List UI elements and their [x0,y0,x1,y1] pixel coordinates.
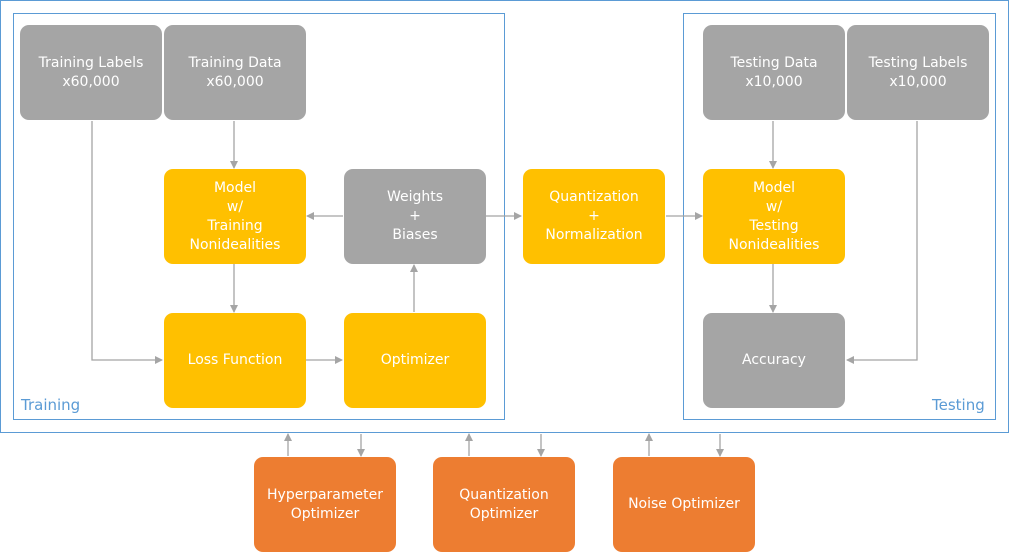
quantization-normalization-node: Quantization + Normalization [523,169,665,264]
training-data-text: Training Data x60,000 [188,54,282,90]
weights-biases-node: Weights + Biases [344,169,486,264]
loss-function-node: Loss Function [164,313,306,408]
model-training-text: Model w/ Training Nonidealities [189,179,281,253]
weights-biases-text: Weights + Biases [386,189,444,243]
quantization-optimizer-node: Quantization Optimizer [433,457,575,552]
testing-labels-text: Testing Labels x10,000 [868,54,968,90]
optimizer-node: Optimizer [344,313,486,408]
model-training-node: Model w/ Training Nonidealities [164,169,306,264]
training-labels-text: Training Labels x60,000 [38,54,144,90]
arrow-labels-to-loss [91,121,163,364]
accuracy-text: Accuracy [742,352,806,368]
hyperparameter-optimizer-node: Hyperparameter Optimizer [254,457,396,552]
testing-labels-node: Testing Labels x10,000 [847,25,989,120]
testing-section-label: Testing [932,396,985,414]
training-data-node: Training Data x60,000 [164,25,306,120]
noise-optimizer-text: Noise Optimizer [628,496,740,512]
arrow-testlabels-to-accuracy [846,121,918,364]
optimizer-text: Optimizer [380,352,450,368]
accuracy-node: Accuracy [703,313,845,408]
testing-data-text: Testing Data x10,000 [730,54,818,90]
quantization-normalization-text: Quantization + Normalization [545,189,643,243]
hyperparameter-optimizer-text: Hyperparameter Optimizer [267,486,383,522]
testing-data-node: Testing Data x10,000 [703,25,845,120]
quantization-optimizer-text: Quantization Optimizer [459,486,549,522]
training-section-label: Training [21,396,81,414]
model-testing-text: Model w/ Testing Nonidealities [728,179,820,253]
loss-function-text: Loss Function [187,352,283,368]
model-testing-node: Model w/ Testing Nonidealities [703,169,845,264]
noise-optimizer-node: Noise Optimizer [613,457,755,552]
training-labels-node: Training Labels x60,000 [20,25,162,120]
